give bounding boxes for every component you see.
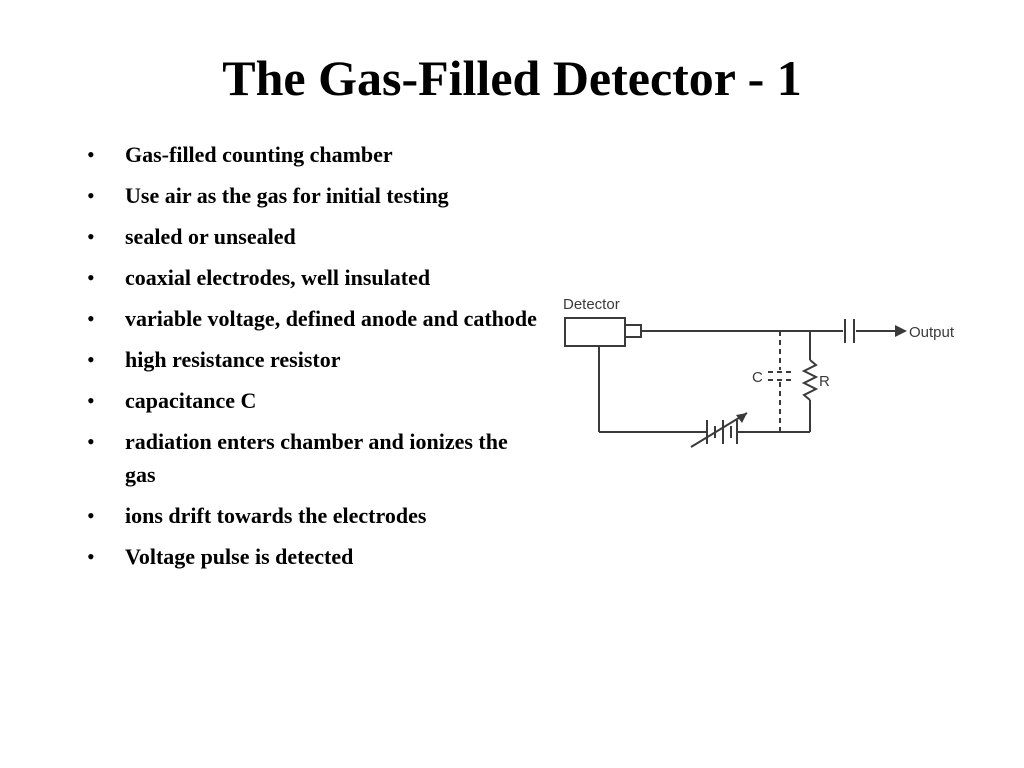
bullet-item: • variable voltage, defined anode and cat… [87, 302, 537, 335]
capacitor-label: C [752, 369, 763, 386]
bullet-item: • capacitance C [87, 384, 537, 417]
detector-anode [624, 324, 642, 338]
bullet-text: Use air as the gas for initial testing [125, 183, 449, 208]
detector-label: Detector [563, 296, 620, 313]
detector-circuit-diagram: Detector Output C R [563, 296, 955, 448]
resistor-zigzag [801, 359, 819, 401]
bullet-item: • Voltage pulse is detected [87, 540, 537, 573]
bullet-text: Gas-filled counting chamber [125, 142, 393, 167]
variable-arrowhead [736, 413, 747, 423]
bullet-list: • Gas-filled counting chamber • Use air as… [87, 138, 537, 581]
bullet-text: coaxial electrodes, well insulated [125, 265, 431, 290]
bullet-marker: • [87, 306, 95, 331]
output-arrowhead [895, 325, 907, 337]
bullet-marker: • [87, 544, 95, 569]
bullet-text: radiation enters chamber and ionizes the… [125, 429, 508, 487]
bullet-item: • Gas-filled counting chamber [87, 138, 537, 171]
detector-chamber [564, 317, 626, 347]
bullet-text: Voltage pulse is detected [125, 544, 354, 569]
bullet-text: ions drift towards the electrodes [125, 503, 427, 528]
output-label: Output [909, 324, 955, 341]
bullet-item: • Use air as the gas for initial testing [87, 179, 537, 212]
bullet-text: variable voltage, defined anode and cath… [125, 306, 537, 331]
bullet-text: sealed or unsealed [125, 224, 296, 249]
resistor-label: R [819, 373, 830, 390]
bullet-marker: • [87, 503, 95, 528]
bullet-marker: • [87, 142, 95, 167]
bullet-item: • ions drift towards the electrodes [87, 499, 537, 532]
bullet-item: • radiation enters chamber and ionizes th… [87, 425, 537, 491]
bullet-text: high resistance resistor [125, 347, 341, 372]
variable-arrow-shaft [690, 412, 748, 448]
bullet-marker: • [87, 224, 95, 249]
slide-title: The Gas-Filled Detector - 1 [222, 50, 802, 106]
bullet-marker: • [87, 429, 95, 454]
bullet-item: • coaxial electrodes, well insulated [87, 261, 537, 294]
bullet-item: • high resistance resistor [87, 343, 537, 376]
bullet-marker: • [87, 265, 95, 290]
bullet-marker: • [87, 347, 95, 372]
bullet-item: • sealed or unsealed [87, 220, 537, 253]
bullet-marker: • [87, 388, 95, 413]
bullet-marker: • [87, 183, 95, 208]
bullet-text: capacitance C [125, 388, 257, 413]
